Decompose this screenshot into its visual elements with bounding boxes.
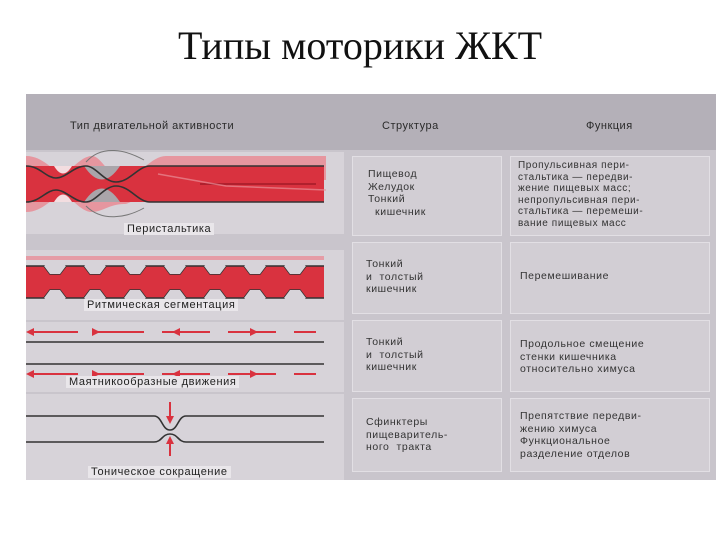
function-cell-3 bbox=[510, 320, 710, 392]
tonic-contraction-diagram bbox=[26, 402, 324, 456]
function-text-1: Пропульсивная пери- стальтика — передви-… bbox=[518, 160, 644, 229]
segmentation-diagram bbox=[26, 256, 324, 299]
structure-text-2: Тонкий и толстый кишечник bbox=[366, 258, 424, 295]
function-cell-1 bbox=[510, 156, 710, 236]
structure-text-4: Сфинктеры пищеваритель- ного тракта bbox=[366, 416, 448, 453]
function-cell-2 bbox=[510, 242, 710, 314]
header-structure-column: Структура bbox=[382, 120, 439, 132]
function-text-2: Перемешивание bbox=[520, 270, 610, 282]
slide-title: Типы моторики ЖКТ bbox=[177, 23, 543, 68]
structure-cell-2 bbox=[352, 242, 502, 314]
structure-cell-3 bbox=[352, 320, 502, 392]
caption-segmentation: Ритмическая сегментация bbox=[84, 299, 239, 311]
motility-diagrams bbox=[26, 149, 327, 456]
function-text-3: Продольное смещение стенки кишечника отн… bbox=[520, 338, 645, 375]
structure-text-1: Пищевод Желудок Тонкий кишечник bbox=[368, 168, 426, 218]
caption-pendular: Маятникообразные движения bbox=[66, 376, 240, 388]
structure-cell-4 bbox=[352, 398, 502, 472]
function-cell-4 bbox=[510, 398, 710, 472]
table-header: Тип двигательной активности Структура Фу… bbox=[26, 94, 716, 150]
caption-peristalsis: Перистальтика bbox=[124, 223, 215, 235]
header-type-column: Тип двигательной активности bbox=[70, 120, 235, 132]
caption-tonic: Тоническое сокращение bbox=[88, 466, 231, 478]
motility-table: Тип двигательной активности Структура Фу… bbox=[26, 94, 716, 480]
lane-tonic bbox=[26, 394, 344, 480]
structure-text-3: Тонкий и толстый кишечник bbox=[366, 336, 424, 373]
header-function-column: Функция bbox=[586, 120, 633, 132]
pendular-diagram bbox=[26, 328, 324, 378]
function-text-4: Препятствие передви- жению химуса Функци… bbox=[520, 410, 642, 460]
peristalsis-diagram bbox=[26, 149, 327, 218]
structure-cell-1 bbox=[352, 156, 502, 236]
